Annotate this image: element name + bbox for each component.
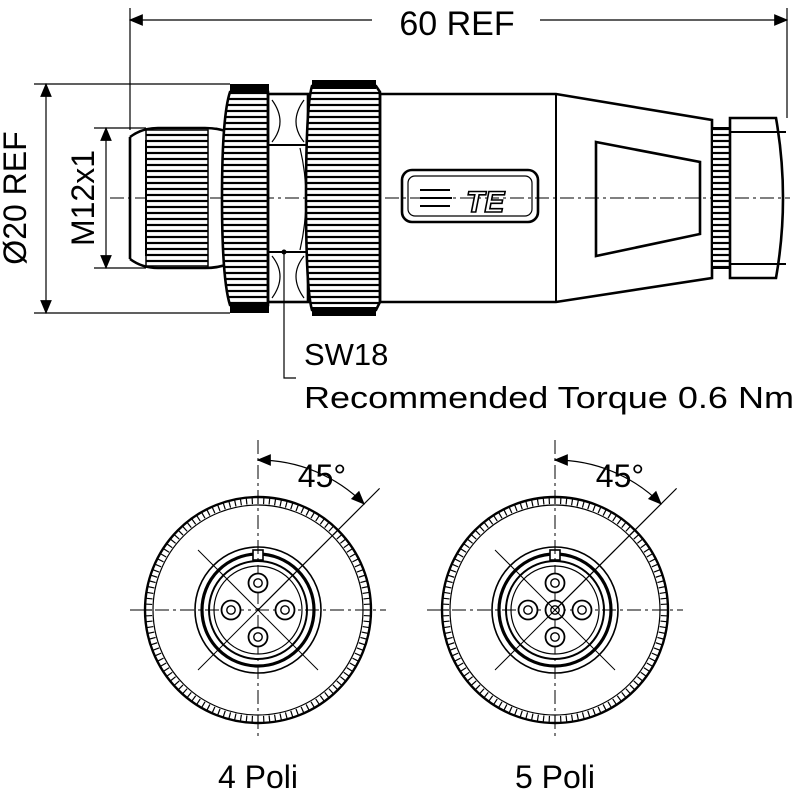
torque-label: Recommended Torque 0.6 Nm xyxy=(304,380,794,415)
knurled-coupling-nut xyxy=(222,84,268,313)
angle-label: 45° xyxy=(596,458,644,494)
wrench-size-label: SW18 xyxy=(304,337,388,372)
contact-pin xyxy=(519,601,538,620)
contact-pin xyxy=(546,574,565,593)
body-diameter-label: Ø20 REF xyxy=(0,131,33,264)
contact-pin xyxy=(222,601,241,620)
thread-label: M12x1 xyxy=(65,150,101,246)
front-view-4-pin: 45° 4 Poli xyxy=(130,440,386,795)
logo-text: TE xyxy=(466,186,505,219)
contact-pin xyxy=(249,574,268,593)
view-caption: 5 Poli xyxy=(515,759,595,795)
contact-pin xyxy=(573,601,592,620)
contact-pin xyxy=(249,628,268,647)
angle-label: 45° xyxy=(298,458,346,494)
overall-length-label: 60 REF xyxy=(399,5,514,43)
view-caption: 4 Poli xyxy=(218,759,298,795)
knurled-ring-rear xyxy=(306,80,380,316)
contact-pin xyxy=(276,601,295,620)
te-logo: TE xyxy=(420,186,505,219)
thread-dimension: M12x1 xyxy=(65,128,146,268)
contact-pin xyxy=(546,628,565,647)
front-view-5-pin: 45° 5 Poli xyxy=(427,440,683,795)
